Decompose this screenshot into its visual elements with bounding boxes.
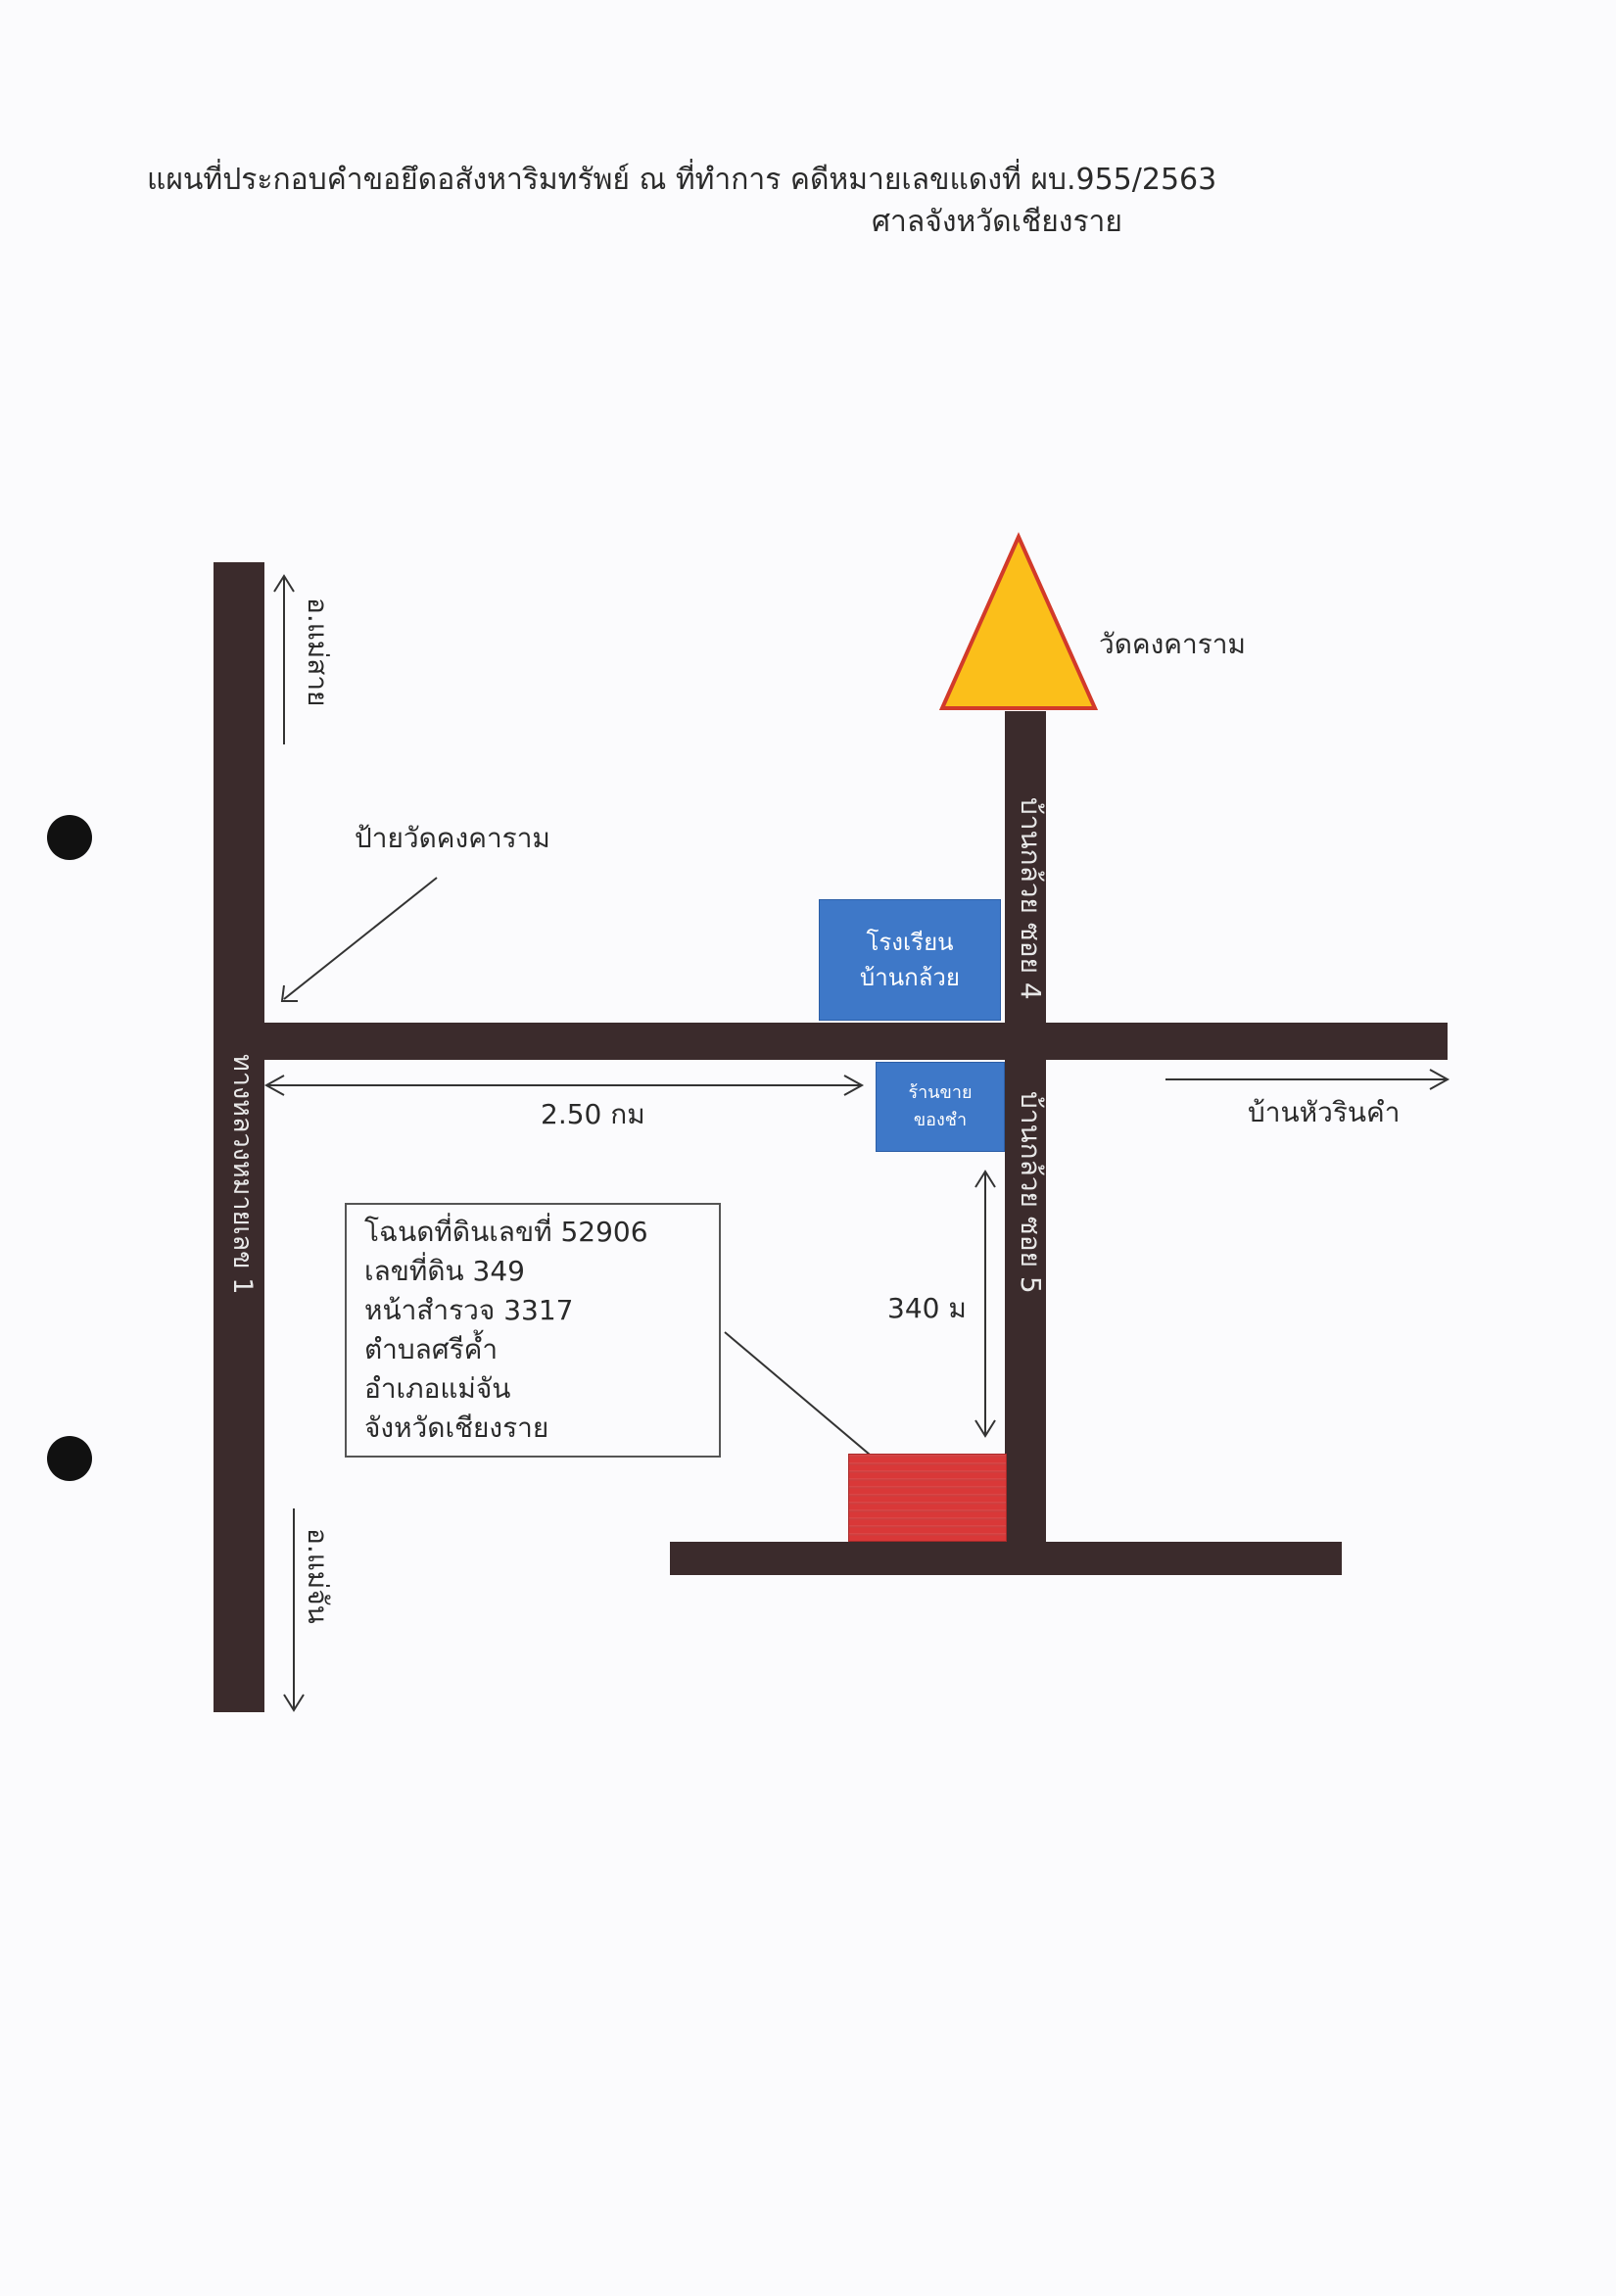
north-arrow-icon	[273, 574, 295, 593]
school-building: โรงเรียน บ้านกล้วย	[819, 899, 1001, 1021]
north-direction-label: อ.แม่สาย	[302, 598, 334, 707]
east-arrow-icon	[1429, 1069, 1450, 1090]
horizontal-distance-label: 2.50 กม	[541, 1098, 645, 1130]
province: จังหวัดเชียงราย	[364, 1411, 549, 1444]
east-direction-label: บ้านหัวรินคำ	[1248, 1096, 1401, 1128]
land-number: เลขที่ดิน 349	[364, 1255, 525, 1287]
sign-pointer-arrow-icon	[280, 984, 298, 1002]
map-title: แผนที่ประกอบคำขอยึดอสังหาริมทรัพย์ ณ ที่…	[147, 163, 1217, 197]
highway-label: ทางหลวงหมายเลข 1	[227, 1054, 258, 1295]
temple-label: วัดคงคาราม	[1099, 628, 1246, 660]
punch-hole-top	[47, 815, 92, 860]
subdistrict: ตำบลศรีค้ำ	[364, 1333, 499, 1365]
shop-name-line2: ของชำ	[913, 1110, 968, 1130]
soi4-label: บ้านกล้วย ซอย 4	[1015, 797, 1047, 1000]
vertical-distance-label: 340 ม	[887, 1292, 967, 1324]
survey-page: หน้าสำรวจ 3317	[364, 1294, 574, 1326]
distance-left-arrow-icon	[263, 1075, 285, 1096]
main-east-west-road	[264, 1023, 1448, 1060]
bottom-road	[670, 1542, 1342, 1575]
distance-down-arrow-icon	[974, 1419, 996, 1438]
highway-road	[214, 562, 264, 1712]
distance-up-arrow-icon	[974, 1170, 996, 1188]
district: อำเภอแม่จัน	[364, 1372, 511, 1405]
deed-number: โฉนดที่ดินเลขที่ 52906	[364, 1216, 648, 1248]
court-name: ศาลจังหวัดเชียงราย	[872, 205, 1122, 239]
land-plot	[848, 1454, 1007, 1542]
soi5-label: บ้านกล้วย ซอย 5	[1015, 1091, 1047, 1294]
distance-right-arrow-icon	[843, 1075, 865, 1096]
temple-sign-label: ป้ายวัดคงคาราม	[355, 822, 550, 854]
school-name-line1: โรงเรียน	[866, 929, 954, 956]
school-name-line2: บ้านกล้วย	[860, 964, 960, 991]
deed-info-box: โฉนดที่ดินเลขที่ 52906 เลขที่ดิน 349 หน้…	[345, 1203, 721, 1458]
south-arrow-icon	[283, 1694, 305, 1712]
south-direction-label: อ.แม่จัน	[302, 1528, 334, 1624]
punch-hole-bottom	[47, 1436, 92, 1481]
shop-name-line1: ร้านขาย	[908, 1082, 973, 1103]
soi-road	[1005, 711, 1046, 1546]
temple-triangle-icon	[938, 532, 1099, 710]
grocery-shop-building: ร้านขาย ของชำ	[876, 1062, 1005, 1152]
